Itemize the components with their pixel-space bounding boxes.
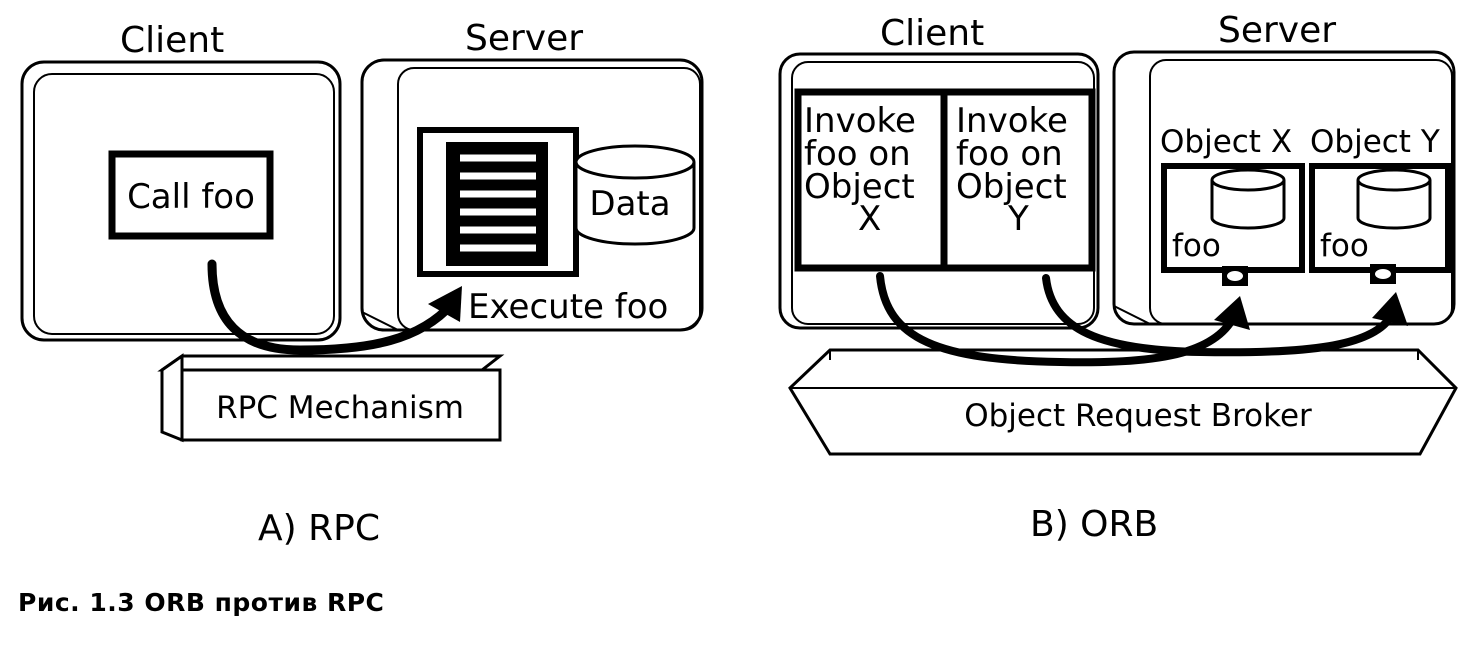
orb-panel: Client Server Invoke foo on Object X Inv… <box>778 10 1458 545</box>
orb-label: Object Request Broker <box>964 398 1312 434</box>
rpc-data-cylinder: Data <box>574 144 696 246</box>
invoke-y-text: Invoke foo on Object Y <box>956 101 1079 239</box>
invoke-x-text: Invoke foo on Object X <box>804 101 927 239</box>
execute-foo-label: Execute foo <box>468 287 668 327</box>
invoke-y-box: Invoke foo on Object Y <box>940 88 1096 272</box>
foo-x-label: foo <box>1172 228 1221 264</box>
rpc-mechanism-label: RPC Mechanism <box>216 390 464 426</box>
orb-subtitle: B) ORB <box>1030 504 1158 545</box>
object-y-box: foo <box>1309 163 1451 284</box>
rpc-call-arrow <box>207 259 457 355</box>
orb-arrow-x <box>876 272 1236 367</box>
orb-server-label: Server <box>1218 10 1336 51</box>
orb-arrowhead-x <box>1214 296 1250 330</box>
rpc-mechanism-slab: RPC Mechanism <box>157 353 505 443</box>
code-block <box>417 127 579 277</box>
invoke-x-box: Invoke foo on Object X <box>794 88 948 272</box>
orb-arrow-y <box>1042 274 1394 357</box>
orb-slab: Object Request Broker <box>788 348 1458 456</box>
object-x-label: Object X <box>1160 124 1292 160</box>
figure-caption: Рис. 1.3 ORB против RPC <box>18 588 385 617</box>
data-label: Data <box>589 184 670 224</box>
call-foo-label: Call foo <box>127 177 255 217</box>
orb-arrowhead-y <box>1372 292 1408 326</box>
call-foo-box: Call foo <box>108 150 274 240</box>
object-x-box: foo <box>1161 163 1305 286</box>
rpc-server-label: Server <box>465 18 583 59</box>
rpc-panel: Client Server Call foo Data <box>20 18 704 549</box>
orb-client-label: Client <box>880 13 984 54</box>
foo-y-label: foo <box>1320 228 1369 264</box>
object-y-label: Object Y <box>1310 124 1440 160</box>
rpc-client-label: Client <box>120 20 224 61</box>
rpc-subtitle: A) RPC <box>258 508 380 549</box>
rpc-arrowhead <box>428 286 462 322</box>
